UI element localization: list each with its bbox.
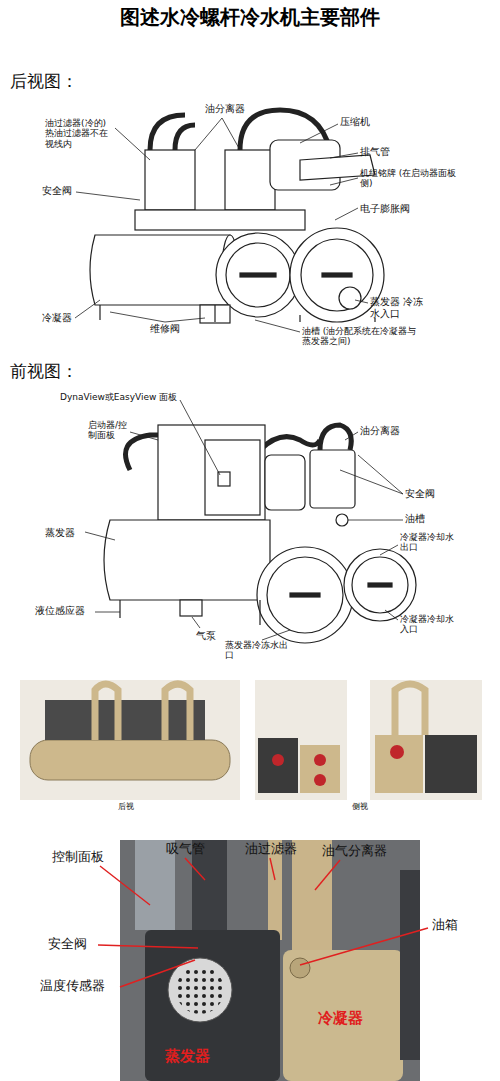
photo-caption: 侧视 bbox=[352, 802, 368, 811]
part-label: 蒸发器冷冻水出口 bbox=[225, 640, 290, 661]
part-label: 控制面板 bbox=[52, 850, 104, 865]
title: 图述水冷螺杆冷水机主要部件 bbox=[0, 6, 500, 29]
part-label: 冷凝器冷却水出口 bbox=[400, 532, 462, 553]
part-label: 机组铭牌 (在启动器面板侧) bbox=[360, 168, 460, 189]
part-label: 温度传感器 bbox=[40, 979, 105, 994]
section-heading: 前视图： bbox=[10, 362, 78, 382]
part-label: 油分离器 bbox=[205, 103, 245, 115]
part-label: 油分离器 bbox=[360, 425, 400, 437]
part-label: 油过滤器 bbox=[245, 842, 297, 857]
part-label: 安全阀 bbox=[42, 185, 72, 197]
part-label: 油过滤器(冷的) 热油过滤器不在 视线内 bbox=[45, 118, 117, 149]
part-label: 启动器/控制面板 bbox=[88, 420, 133, 441]
part-label: 安全阀 bbox=[405, 488, 435, 500]
part-label: 排气管 bbox=[360, 146, 390, 158]
part-label: 蒸发器 冷冻水入口 bbox=[370, 296, 432, 319]
part-label: 油槽 (油分配系统在冷凝器与蒸发器之间) bbox=[302, 326, 417, 347]
part-label: DynaView或EasyView 面板 bbox=[60, 392, 177, 402]
part-label: 蒸发器 bbox=[45, 527, 75, 539]
part-label: 冷凝器 bbox=[42, 312, 72, 324]
part-label: 油气分离器 bbox=[322, 844, 387, 859]
part-label: 安全阀 bbox=[48, 937, 87, 952]
section-heading: 后视图： bbox=[10, 72, 78, 92]
part-label: 蒸发器 bbox=[165, 1048, 210, 1065]
photo-caption: 后视 bbox=[118, 802, 134, 811]
part-label: 气泵 bbox=[196, 630, 216, 642]
part-label: 油槽 bbox=[405, 513, 425, 525]
part-label: 电子膨胀阀 bbox=[360, 203, 410, 215]
part-label: 维修阀 bbox=[150, 323, 180, 335]
part-label: 液位感应器 bbox=[35, 605, 85, 617]
part-label: 压缩机 bbox=[340, 116, 370, 128]
part-label: 吸气管 bbox=[166, 842, 205, 857]
part-label: 冷凝器冷却水入口 bbox=[400, 614, 462, 635]
part-label: 油箱 bbox=[432, 918, 458, 933]
part-label: 冷凝器 bbox=[318, 1010, 363, 1027]
